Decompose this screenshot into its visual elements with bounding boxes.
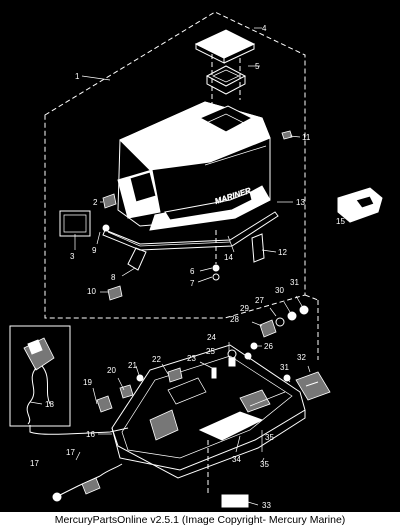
leader-lines <box>29 27 349 506</box>
callout-17a: 17 <box>66 448 75 457</box>
callout-1: 1 <box>75 72 80 81</box>
decal[interactable] <box>59 210 91 237</box>
model-plate[interactable] <box>221 494 249 508</box>
callout-17b: 17 <box>30 459 39 468</box>
callout-30: 30 <box>275 286 284 295</box>
callout-33: 33 <box>262 501 271 510</box>
callout-31b: 31 <box>280 363 289 372</box>
callout-35b: 35 <box>260 460 269 469</box>
callout-25: 25 <box>206 347 215 356</box>
seal-strip[interactable] <box>102 211 279 251</box>
callout-34: 34 <box>232 455 241 464</box>
callout-6: 6 <box>190 267 195 276</box>
callout-15: 15 <box>336 217 345 226</box>
callout-9: 9 <box>92 246 97 255</box>
side-latch[interactable] <box>102 193 117 209</box>
callout-19: 19 <box>83 378 92 387</box>
handle-grip[interactable] <box>337 187 383 223</box>
callout-16: 16 <box>86 430 95 439</box>
parts-diagram: MARINER <box>9 11 383 510</box>
plate-label: K-5 <box>227 497 240 506</box>
callout-14: 14 <box>224 253 233 262</box>
inset-18 <box>9 325 71 427</box>
callout-4: 4 <box>262 24 267 33</box>
callout-28: 28 <box>230 315 239 324</box>
fuel-line[interactable] <box>29 425 129 502</box>
callout-13: 13 <box>296 198 305 207</box>
callouts: 1 2 3 4 5 6 7 8 9 10 11 12 13 14 15 16 1… <box>30 24 345 510</box>
latch-8[interactable] <box>127 247 147 271</box>
callout-12: 12 <box>278 248 287 257</box>
callout-7: 7 <box>190 279 195 288</box>
screw-9[interactable] <box>102 224 110 232</box>
screw-6[interactable] <box>212 264 220 272</box>
callout-3: 3 <box>70 252 75 261</box>
seal-ring[interactable] <box>205 65 247 95</box>
assembly-boundary <box>44 11 319 319</box>
tiller-bracket[interactable] <box>295 371 331 401</box>
top-cowl[interactable] <box>117 101 271 231</box>
callout-31a: 31 <box>290 278 299 287</box>
lower-cowl[interactable] <box>111 344 306 479</box>
callout-10: 10 <box>87 287 96 296</box>
image-caption: MercuryPartsOnline v2.5.1 (Image Copyrig… <box>0 512 400 529</box>
callout-11: 11 <box>302 133 311 142</box>
cover-cap[interactable] <box>194 29 256 64</box>
callout-20: 20 <box>107 366 116 375</box>
callout-23: 23 <box>187 354 196 363</box>
callout-32: 32 <box>297 353 306 362</box>
callout-21: 21 <box>128 361 137 370</box>
latch-bracket[interactable] <box>251 233 265 263</box>
callout-22: 22 <box>152 355 161 364</box>
callout-29: 29 <box>240 304 249 313</box>
bolt-11[interactable] <box>281 130 293 140</box>
washer-7[interactable] <box>212 273 220 281</box>
clip-10[interactable] <box>107 285 123 301</box>
callout-35a: 35 <box>265 433 274 442</box>
callout-8: 8 <box>111 273 116 282</box>
callout-26: 26 <box>264 342 273 351</box>
callout-18: 18 <box>45 400 54 409</box>
callout-24: 24 <box>207 333 216 342</box>
callout-5: 5 <box>255 62 260 71</box>
callout-27: 27 <box>255 296 264 305</box>
callout-2: 2 <box>93 198 98 207</box>
